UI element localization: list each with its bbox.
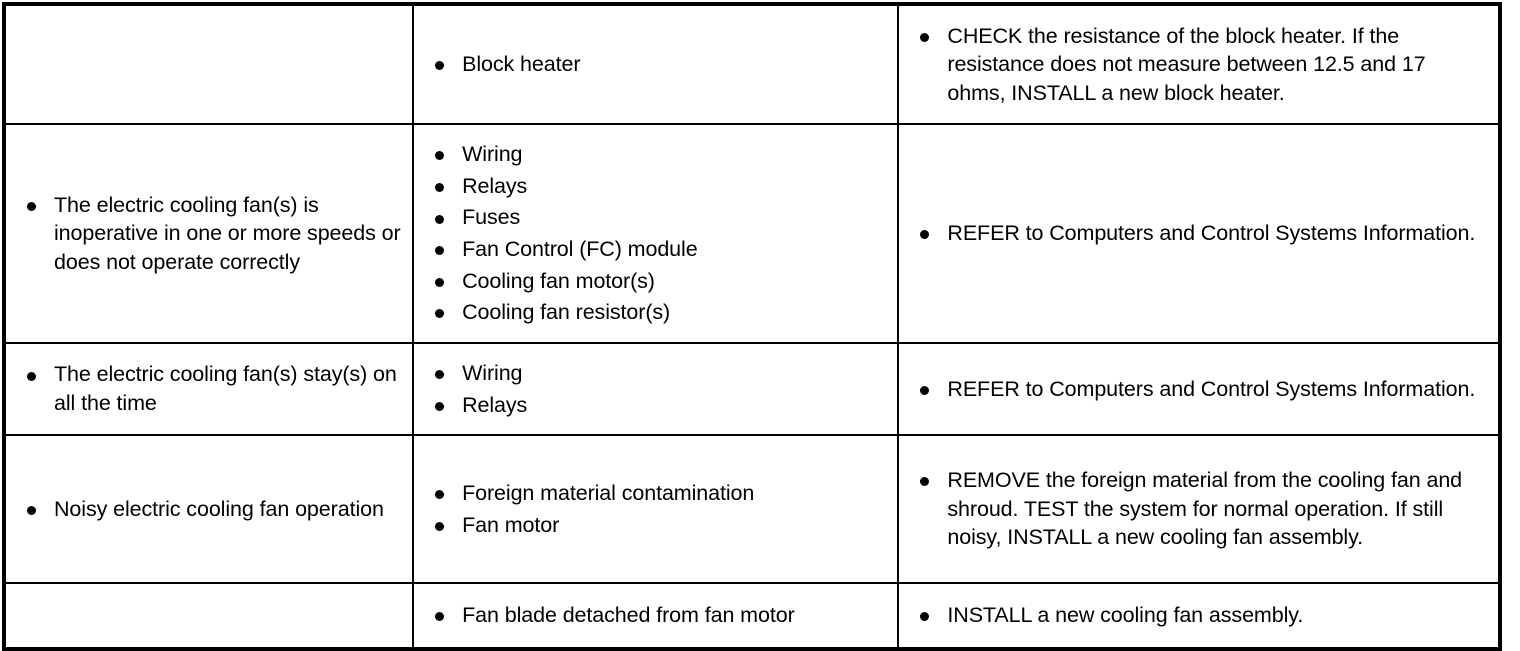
table-row: Block heater CHECK the resistance of the… (2, 3, 1501, 125)
list-item: Foreign material contamination (428, 479, 887, 508)
bullet-list: The electric cooling fan(s) stay(s) on a… (20, 360, 402, 417)
bullet-icon (435, 182, 445, 192)
bullet-icon (27, 201, 36, 211)
list-item-label: INSTALL a new cooling fan assembly. (947, 603, 1304, 628)
possible-source-cell: Foreign material contamination Fan motor (412, 434, 900, 584)
list-item: Relays (428, 172, 887, 201)
bullet-list: REFER to Computers and Control Systems I… (913, 375, 1488, 404)
list-item-label: Fuses (462, 205, 521, 230)
list-item: Wiring (428, 359, 887, 388)
list-item-label: Relays (462, 173, 528, 198)
list-item-label: CHECK the resistance of the block heater… (947, 23, 1426, 105)
list-item: Wiring (428, 140, 887, 169)
bullet-icon (920, 230, 930, 240)
list-item: Fan Control (FC) module (428, 235, 887, 264)
bullet-icon (435, 521, 445, 531)
bullet-list: Foreign material contamination Fan motor (428, 479, 887, 539)
bullet-list: Block heater (428, 50, 887, 79)
list-item: Fan motor (428, 511, 887, 540)
list-item-label: REFER to Computers and Control Systems I… (947, 221, 1476, 246)
bullet-icon (435, 490, 445, 500)
possible-source-cell: Block heater (412, 3, 900, 125)
list-item: Fan blade detached from fan motor (428, 601, 887, 630)
bullet-list: Wiring Relays (428, 359, 887, 419)
bullet-icon (435, 277, 445, 287)
bullet-icon (920, 385, 930, 395)
bullet-icon (27, 505, 36, 515)
list-item: REFER to Computers and Control Systems I… (913, 219, 1488, 248)
list-item-label: Fan motor (462, 512, 560, 537)
possible-source-cell: Wiring Relays (412, 342, 900, 436)
bullet-icon (435, 401, 445, 411)
table-row: The electric cooling fan(s) stay(s) on a… (2, 342, 1501, 436)
bullet-icon (435, 612, 445, 622)
list-item: INSTALL a new cooling fan assembly. (913, 601, 1488, 630)
list-item-label: Fan blade detached from fan motor (462, 603, 795, 628)
condition-cell-empty (2, 582, 415, 650)
list-item-label: Noisy electric cooling fan operation (54, 496, 384, 521)
list-item-label: Relays (462, 392, 528, 417)
list-item-label: Cooling fan motor(s) (462, 268, 655, 293)
list-item: Cooling fan motor(s) (428, 267, 887, 296)
bullet-icon (435, 309, 445, 319)
list-item: Noisy electric cooling fan operation (20, 495, 402, 524)
list-item: Cooling fan resistor(s) (428, 298, 887, 327)
bullet-icon (920, 477, 930, 487)
bullet-list: CHECK the resistance of the block heater… (913, 22, 1488, 108)
bullet-icon (920, 612, 930, 622)
condition-cell: The electric cooling fan(s) is inoperati… (2, 123, 415, 344)
list-item: CHECK the resistance of the block heater… (913, 22, 1488, 108)
bullet-icon (27, 371, 36, 381)
list-item-label: Block heater (462, 52, 581, 77)
list-item: Fuses (428, 203, 887, 232)
bullet-icon (435, 370, 445, 380)
bullet-list: Wiring Relays Fuses Fan Control (FC (428, 140, 887, 327)
bullet-list: INSTALL a new cooling fan assembly. (913, 601, 1488, 630)
possible-source-cell: Fan blade detached from fan motor (412, 582, 900, 650)
list-item-label: REMOVE the foreign material from the coo… (947, 468, 1463, 550)
list-item-label: Foreign material contamination (462, 480, 755, 505)
list-item: The electric cooling fan(s) stay(s) on a… (20, 360, 402, 417)
bullet-list: Fan blade detached from fan motor (428, 601, 887, 630)
bullet-icon (435, 246, 445, 256)
list-item-label: The electric cooling fan(s) is inoperati… (54, 192, 401, 274)
bullet-list: Noisy electric cooling fan operation (20, 495, 402, 524)
bullet-icon (435, 214, 445, 224)
bullet-list: REMOVE the foreign material from the coo… (913, 466, 1488, 552)
bullet-icon (920, 32, 930, 42)
list-item-label: REFER to Computers and Control Systems I… (947, 376, 1476, 401)
action-cell: REMOVE the foreign material from the coo… (897, 434, 1501, 584)
list-item-label: Fan Control (FC) module (462, 237, 698, 261)
bullet-icon (435, 61, 445, 71)
table-body: Block heater CHECK the resistance of the… (2, 3, 1501, 650)
table-row: The electric cooling fan(s) is inoperati… (2, 123, 1501, 344)
table-row: Noisy electric cooling fan operation For… (2, 434, 1501, 584)
action-cell: CHECK the resistance of the block heater… (897, 3, 1501, 125)
condition-cell-empty (2, 3, 415, 125)
list-item: Relays (428, 391, 887, 420)
table-row: Fan blade detached from fan motor INSTAL… (2, 582, 1501, 650)
condition-cell: The electric cooling fan(s) stay(s) on a… (2, 342, 415, 436)
list-item: Block heater (428, 50, 887, 79)
action-cell: REFER to Computers and Control Systems I… (897, 123, 1501, 344)
list-item-label: The electric cooling fan(s) stay(s) on a… (54, 362, 397, 415)
possible-source-cell: Wiring Relays Fuses Fan Control (FC (412, 123, 900, 344)
list-item-label: Cooling fan resistor(s) (462, 300, 671, 325)
list-item: REMOVE the foreign material from the coo… (913, 466, 1488, 552)
bullet-icon (435, 151, 445, 161)
bullet-list: REFER to Computers and Control Systems I… (913, 219, 1488, 248)
list-item-label: Wiring (462, 142, 523, 167)
condition-cell: Noisy electric cooling fan operation (2, 434, 415, 584)
list-item: REFER to Computers and Control Systems I… (913, 375, 1488, 404)
bullet-list: The electric cooling fan(s) is inoperati… (20, 191, 402, 277)
list-item: The electric cooling fan(s) is inoperati… (20, 191, 402, 277)
action-cell: INSTALL a new cooling fan assembly. (897, 582, 1501, 650)
list-item-label: Wiring (462, 360, 523, 385)
action-cell: REFER to Computers and Control Systems I… (897, 342, 1501, 436)
